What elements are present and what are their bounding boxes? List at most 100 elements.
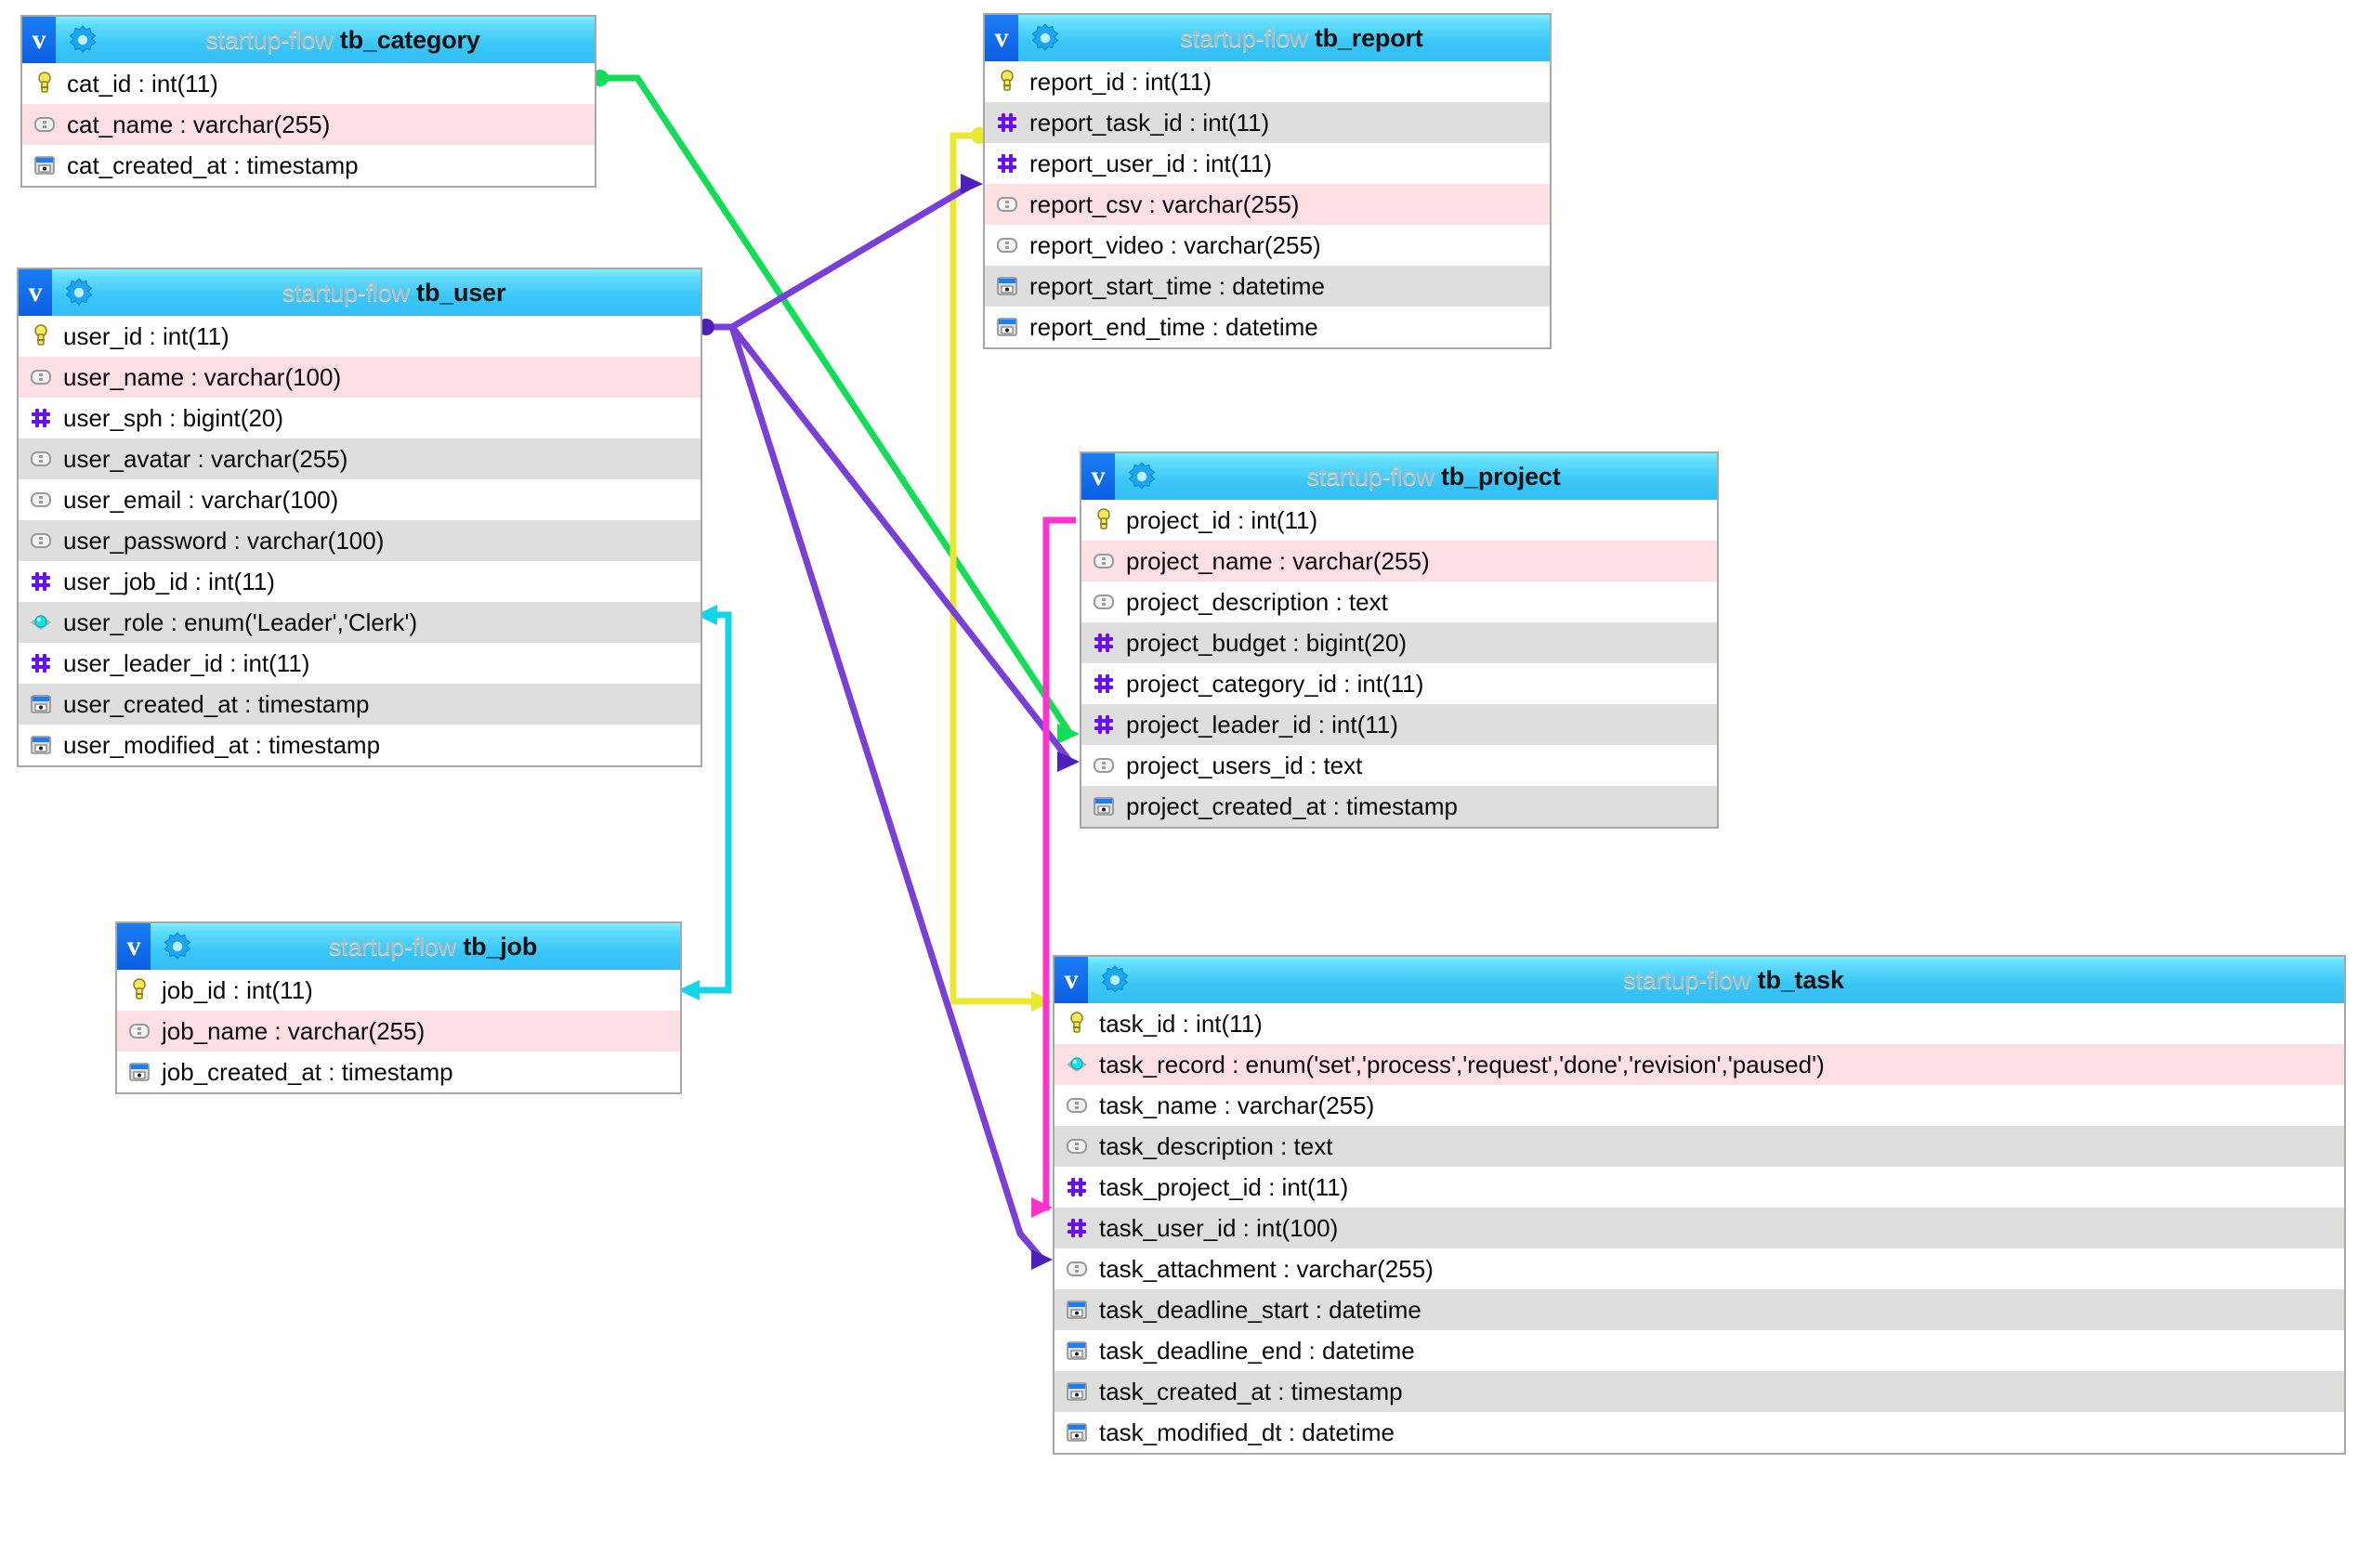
column-row[interactable]: task_id : int(11) [1055,1003,2344,1044]
column-label: report_id : int(11) [1029,67,1212,96]
column-row[interactable]: user_name : varchar(100) [19,357,701,398]
column-row[interactable]: user_password : varchar(100) [19,520,701,561]
text-field-icon [994,191,1020,217]
column-row[interactable]: report_user_id : int(11) [985,143,1550,184]
table-schema-label: startup-flow [282,278,410,307]
relationship-user-to-project-leader [729,324,1080,772]
column-row[interactable]: project_category_id : int(11) [1081,663,1717,704]
column-label: user_id : int(11) [63,321,229,350]
column-label: task_modified_dt : datetime [1099,1418,1395,1446]
vertabelo-badge-icon: v [117,923,151,970]
vertabelo-badge-icon: v [22,17,56,63]
column-row[interactable]: task_description : text [1055,1126,2344,1167]
primary-key-icon [1064,1011,1090,1037]
column-row[interactable]: task_name : varchar(255) [1055,1085,2344,1126]
column-row[interactable]: task_deadline_end : datetime [1055,1330,2344,1371]
column-row[interactable]: project_users_id : text [1081,745,1717,786]
number-icon [1064,1215,1090,1241]
column-row[interactable]: user_avatar : varchar(255) [19,438,701,479]
column-label: user_modified_at : timestamp [63,730,381,759]
column-row[interactable]: task_user_id : int(100) [1055,1208,2344,1248]
column-row[interactable]: task_record : enum('set','process','requ… [1055,1044,2344,1085]
column-row[interactable]: job_created_at : timestamp [117,1052,680,1092]
datetime-icon [1064,1379,1090,1405]
datetime-icon [1064,1297,1090,1323]
column-row[interactable]: job_name : varchar(255) [117,1011,680,1052]
column-row[interactable]: project_budget : bigint(20) [1081,622,1717,663]
column-row[interactable]: report_video : varchar(255) [985,225,1550,266]
text-field-icon [1064,1092,1090,1118]
column-row[interactable]: user_modified_at : timestamp [19,725,701,765]
column-row[interactable]: user_created_at : timestamp [19,684,701,725]
column-row[interactable]: project_id : int(11) [1081,500,1717,541]
column-row[interactable]: user_job_id : int(11) [19,561,701,602]
column-row[interactable]: user_leader_id : int(11) [19,643,701,684]
gear-icon [162,931,193,962]
primary-key-icon [126,977,152,1003]
column-row[interactable]: report_start_time : datetime [985,266,1550,307]
table-tb_report[interactable]: v startup-flow tb_report report_id : int(1… [983,13,1552,349]
column-row[interactable]: task_attachment : varchar(255) [1055,1248,2344,1289]
column-row[interactable]: cat_name : varchar(255) [22,104,595,145]
vertabelo-badge-icon: v [985,15,1018,61]
datetime-icon [994,273,1020,299]
column-row[interactable]: project_leader_id : int(11) [1081,704,1717,745]
text-field-icon [32,111,58,137]
column-label: task_description : text [1099,1131,1333,1160]
column-row[interactable]: report_csv : varchar(255) [985,184,1550,225]
column-row[interactable]: project_created_at : timestamp [1081,786,1717,827]
column-label: project_id : int(11) [1126,505,1318,534]
column-row[interactable]: project_description : text [1081,581,1717,622]
column-row[interactable]: cat_id : int(11) [22,63,595,104]
column-row[interactable]: user_sph : bigint(20) [19,398,701,438]
column-row[interactable]: cat_created_at : timestamp [22,145,595,186]
text-field-icon [1091,752,1117,778]
column-row[interactable]: job_id : int(11) [117,970,680,1011]
column-row[interactable]: task_modified_dt : datetime [1055,1412,2344,1453]
number-icon [1091,630,1117,656]
table-title: startup-flow tb_report [1061,24,1550,53]
table-tb_user[interactable]: v startup-flow tb_user user_id : int(11) us… [17,268,702,767]
table-header-tb_user[interactable]: v startup-flow tb_user [19,269,701,316]
table-name-label: tb_report [1314,23,1423,52]
table-title: startup-flow tb_user [95,279,701,307]
vertabelo-badge-icon: v [19,269,52,316]
column-row[interactable]: report_id : int(11) [985,61,1550,102]
column-label: report_end_time : datetime [1029,312,1318,341]
text-field-icon [28,528,54,554]
table-tb_project[interactable]: v startup-flow tb_project project_id : int… [1080,451,1719,829]
column-label: task_record : enum('set','process','requ… [1099,1050,1825,1078]
column-label: report_csv : varchar(255) [1029,189,1300,218]
table-name-label: tb_project [1440,462,1561,490]
number-icon [1091,671,1117,697]
column-row[interactable]: report_task_id : int(11) [985,102,1550,143]
table-title: startup-flow tb_project [1158,463,1717,491]
table-schema-label: startup-flow [1306,462,1434,490]
datetime-icon [1064,1419,1090,1445]
gear-icon [1029,22,1061,54]
column-row[interactable]: task_created_at : timestamp [1055,1371,2344,1412]
table-name-label: tb_task [1757,965,1844,994]
column-row[interactable]: project_name : varchar(255) [1081,541,1717,581]
column-row[interactable]: user_role : enum('Leader','Clerk') [19,602,701,643]
column-row[interactable]: user_email : varchar(100) [19,479,701,520]
column-row[interactable]: task_deadline_start : datetime [1055,1289,2344,1330]
table-header-tb_report[interactable]: v startup-flow tb_report [985,15,1550,61]
column-row[interactable]: task_project_id : int(11) [1055,1167,2344,1208]
column-label: report_user_id : int(11) [1029,149,1273,177]
datetime-icon [994,314,1020,340]
column-label: task_attachment : varchar(255) [1099,1254,1434,1283]
table-header-tb_project[interactable]: v startup-flow tb_project [1081,453,1717,500]
column-label: job_id : int(11) [162,975,313,1004]
primary-key-icon [32,71,58,97]
primary-key-icon [994,69,1020,95]
column-row[interactable]: user_id : int(11) [19,316,701,357]
column-row[interactable]: report_end_time : datetime [985,307,1550,347]
vertabelo-badge-icon: v [1081,453,1115,500]
